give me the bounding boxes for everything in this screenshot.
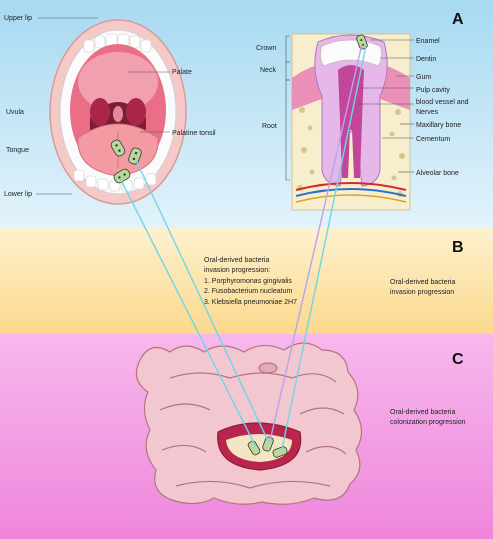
label-uvula: Uvula [6,109,24,116]
label-palatine-tonsil: Palatine tonsil [172,130,216,137]
tooth-brackets [285,35,290,181]
label-pulp-cavity: Pulp cavity [416,87,450,94]
arrow-tooth-to-gut-2 [281,45,367,450]
label-root: Root [262,123,277,130]
label-dentin: Dentin [416,56,436,63]
tooth-illustration [291,33,411,211]
label-lower-lip: Lower lip [4,191,32,198]
label-tongue: Tongue [6,147,29,154]
tooth-leader-lines [356,39,414,173]
label-gum: Gum [416,74,431,81]
panel-c-note-line1: Oral-derived bacteria [390,409,455,416]
label-alveolar-bone: Alveolar bone [416,170,459,177]
panel-b-note-line1: Oral-derived bacteria [390,279,455,286]
arrow-tonsil-to-gut-2 [135,159,269,442]
arrow-tonsil-to-gut-1 [119,177,256,446]
label-crown: Crown [256,45,276,52]
label-maxillary-bone: Maxillary bone [416,122,461,129]
bacteria-list-item-1: 1. Porphyromonas gingivalis [204,278,292,285]
panel-letter-c: C [452,351,464,368]
bacteria-list-item-2: 2. Fusobacterium nucleatum [204,288,292,295]
mouth-illustration [49,19,187,205]
panel-b-background [0,228,493,334]
intestine-illustration [135,342,363,505]
label-enamel: Enamel [416,38,440,45]
panel-b-note-line2: invasion progression [390,289,454,296]
label-cementum: Cementum [416,136,450,143]
label-neck: Neck [260,67,276,74]
panel-letter-a: A [452,11,464,28]
bacteria-list-heading-line1: Oral-derived bacteria [204,257,269,264]
label-blood-vessel-line2: Nerves [416,109,439,116]
bacteria-list-heading-line2: invasion progression: [204,267,270,274]
arrow-tooth-to-gut-1 [269,43,363,442]
label-palate: Palate [172,69,192,76]
migration-arrows [119,43,367,450]
panel-letter-b: B [452,239,464,256]
panel-c-note-line2: colonization progression [390,419,466,426]
label-blood-vessel-line1: blood vessel and [416,99,469,106]
label-upper-lip: Upper lip [4,15,32,22]
bacteria-list-item-3: 3. Klebsiella pneumoniae 2H7 [204,299,297,306]
mouth-leader-lines [36,17,170,195]
